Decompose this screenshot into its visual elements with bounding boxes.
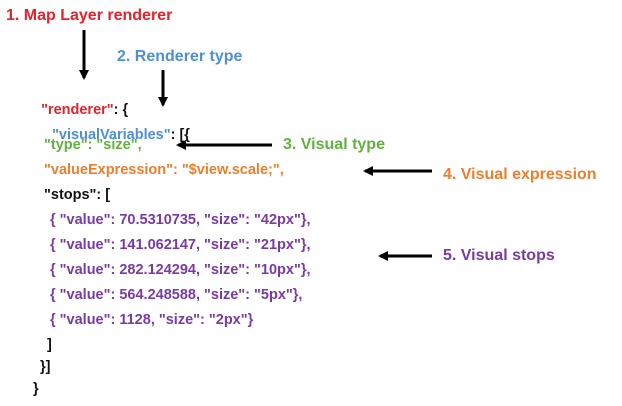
code-visual-variables-key: "visualVariables": [52, 126, 171, 143]
code-line-renderer: "renderer": {: [33, 88, 128, 117]
label-visual-expression: 4. Visual expression: [443, 166, 597, 183]
code-stop-line: { "value": 564.248588, "size": "5px"},: [50, 287, 303, 303]
code-line-value-expression: "valueExpression": "$view.scale;",: [44, 162, 284, 178]
code-stop-line: { "value": 1128, "size": "2px"}: [50, 312, 254, 328]
code-renderer-key: "renderer": [41, 101, 114, 118]
label-map-layer-renderer: 1. Map Layer renderer: [6, 7, 173, 24]
label-visual-type: 3. Visual type: [283, 136, 385, 153]
code-line-stops: "stops": [: [44, 187, 111, 203]
code-line-visual-variables: "visualVariables": [{: [44, 113, 190, 142]
code-visual-variables-open: : [{: [170, 126, 190, 143]
code-stop-line: { "value": 70.5310735, "size": "42px"},: [50, 212, 311, 228]
code-renderer-open: : {: [113, 101, 129, 118]
code-stop-line: { "value": 282.124294, "size": "10px"},: [50, 262, 311, 278]
code-stop-line: { "value": 141.062147, "size": "21px"},: [50, 237, 311, 253]
code-close-visual-variables: }]: [40, 359, 51, 375]
label-visual-stops: 5. Visual stops: [443, 247, 555, 264]
code-line-type: "type": "size",: [44, 137, 142, 153]
code-close-renderer: }: [33, 381, 39, 397]
label-renderer-type: 2. Renderer type: [117, 48, 243, 65]
code-close-stops: ]: [47, 337, 52, 353]
